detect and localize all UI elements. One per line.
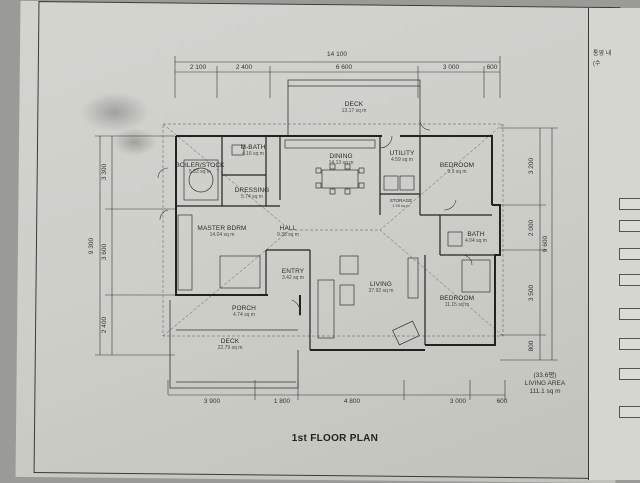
top-dimension-lines	[174, 56, 501, 98]
bottom-dimension-lines	[167, 380, 506, 400]
title-block-cell	[619, 406, 640, 418]
room-deck-bottom: DECK 22.79 sq m	[217, 338, 243, 351]
room-name: UTILITY	[389, 150, 415, 157]
dim-right-1: 3 200	[527, 157, 535, 175]
room-boiler-stock: BOILER/STOCK 5.83 sq m	[175, 162, 225, 175]
room-area: 14.04 sq m	[209, 231, 235, 238]
title-block-cell	[619, 274, 640, 286]
right-dimension-lines	[500, 127, 558, 361]
room-area: 4.16 sq m	[242, 150, 264, 157]
dim-bottom-4: 3 000	[449, 398, 467, 405]
dim-bottom-5: 600	[496, 398, 508, 405]
room-deck-top: DECK 13.17 sq m	[341, 101, 367, 114]
room-bedroom-se: BEDROOM 11.15 sq m	[439, 295, 475, 308]
room-hall: HALL 9.38 sq m	[277, 225, 299, 238]
dim-overall-top: 14 100	[327, 51, 347, 58]
dim-top-3: 6 600	[335, 64, 353, 71]
dim-left-1: 3 300	[100, 163, 108, 181]
dim-left-2: 3 600	[100, 243, 108, 261]
living-area-pyeong: (33.6평)	[533, 372, 557, 379]
title-block-cell	[619, 368, 640, 380]
room-dressing: DRESSING 5.74 sq m	[234, 187, 270, 200]
room-area: 13.17 sq m	[341, 107, 367, 114]
room-living: LIVING 37.92 sq m	[368, 281, 394, 294]
room-name: BOILER/STOCK	[175, 162, 225, 169]
room-name: BEDROOM	[439, 295, 475, 302]
interior-walls	[176, 136, 495, 350]
room-master-bdrm: MASTER BDRM 14.04 sq m	[197, 225, 247, 238]
room-area: 5.83 sq m	[189, 168, 211, 175]
room-area: 4.74 sq m	[233, 311, 255, 318]
furniture	[177, 139, 491, 346]
dim-right-overall: 9 600	[541, 235, 549, 253]
room-utility: UTILITY 4.59 sq m	[389, 150, 415, 163]
room-name: PORCH	[232, 305, 256, 312]
room-bedroom-ne: BEDROOM 9.9 sq m	[439, 162, 475, 175]
room-name: LIVING	[370, 281, 392, 288]
dim-left-overall: 9 300	[87, 237, 95, 255]
title-block-cell	[619, 248, 640, 260]
living-area-summary: (33.6평) LIVING AREA 111.1 sq m	[525, 372, 565, 396]
room-name: DECK	[344, 101, 364, 108]
room-entry: ENTRY 3.42 sq m	[281, 268, 305, 281]
dim-right-3: 3 500	[527, 284, 535, 302]
room-name: DECK	[220, 338, 240, 345]
room-area: 5.74 sq m	[241, 193, 263, 200]
room-name: STORAGE	[389, 198, 413, 203]
dim-top-4: 3 000	[442, 64, 460, 71]
roof-outline	[162, 123, 504, 337]
door-swings	[157, 119, 473, 317]
room-porch: PORCH 4.74 sq m	[232, 305, 256, 318]
room-bath: BATH 4.04 sq m	[465, 231, 487, 244]
title-block-text-1: 통영 내	[593, 51, 612, 57]
room-m-bath: M-BATH 4.16 sq m	[240, 144, 266, 157]
room-dining: DINING 14.13 sq m	[328, 153, 354, 166]
room-name: DRESSING	[234, 187, 270, 194]
title-block-cell	[619, 338, 640, 350]
room-name: MASTER BDRM	[197, 225, 247, 232]
dim-left-3: 2 400	[100, 316, 108, 334]
dim-bottom-1: 3 900	[203, 398, 221, 405]
room-name: BEDROOM	[439, 162, 475, 169]
room-area: 4.04 sq m	[465, 237, 487, 244]
room-name: ENTRY	[281, 268, 305, 275]
title-block-cell	[619, 308, 640, 320]
room-name: M-BATH	[240, 144, 266, 151]
dim-top-1: 2 100	[189, 64, 207, 71]
room-name: DINING	[329, 153, 353, 160]
dim-bottom-2: 1 800	[273, 398, 291, 405]
left-dimension-lines	[95, 135, 175, 356]
title-block-cell	[619, 220, 640, 232]
title-block-text-2: (수	[593, 61, 601, 67]
smudge-mark	[80, 92, 150, 132]
room-area: 22.79 sq m	[217, 344, 243, 351]
dim-right-4: 800	[527, 340, 535, 352]
room-area: 37.92 sq m	[368, 287, 394, 294]
deck-outlines	[169, 79, 421, 389]
title-block: 통영 내 (수	[588, 8, 640, 480]
dim-top-2: 2 400	[235, 64, 253, 71]
title-block-cell	[619, 198, 640, 210]
room-area: 9.38 sq m	[277, 231, 299, 238]
room-name: HALL	[279, 225, 297, 232]
room-area: 1.98 sq m	[392, 202, 410, 208]
plan-title: 1st FLOOR PLAN	[291, 433, 379, 444]
dim-bottom-3: 4 800	[343, 398, 361, 405]
room-area: 14.13 sq m	[328, 159, 354, 166]
room-area: 9.9 sq m	[447, 168, 467, 175]
room-storage: STORAGE 1.98 sq m	[389, 198, 413, 208]
living-area-value: 111.1 sq m	[529, 388, 561, 396]
dim-right-2: 2 000	[527, 219, 535, 237]
room-area: 4.59 sq m	[391, 156, 413, 163]
smudge-mark-2	[112, 128, 157, 156]
room-name: BATH	[467, 231, 485, 238]
room-area: 11.15 sq m	[444, 301, 470, 308]
dim-top-5: 600	[486, 64, 498, 71]
room-area: 3.42 sq m	[282, 274, 304, 281]
living-area-label: LIVING AREA	[524, 380, 566, 388]
